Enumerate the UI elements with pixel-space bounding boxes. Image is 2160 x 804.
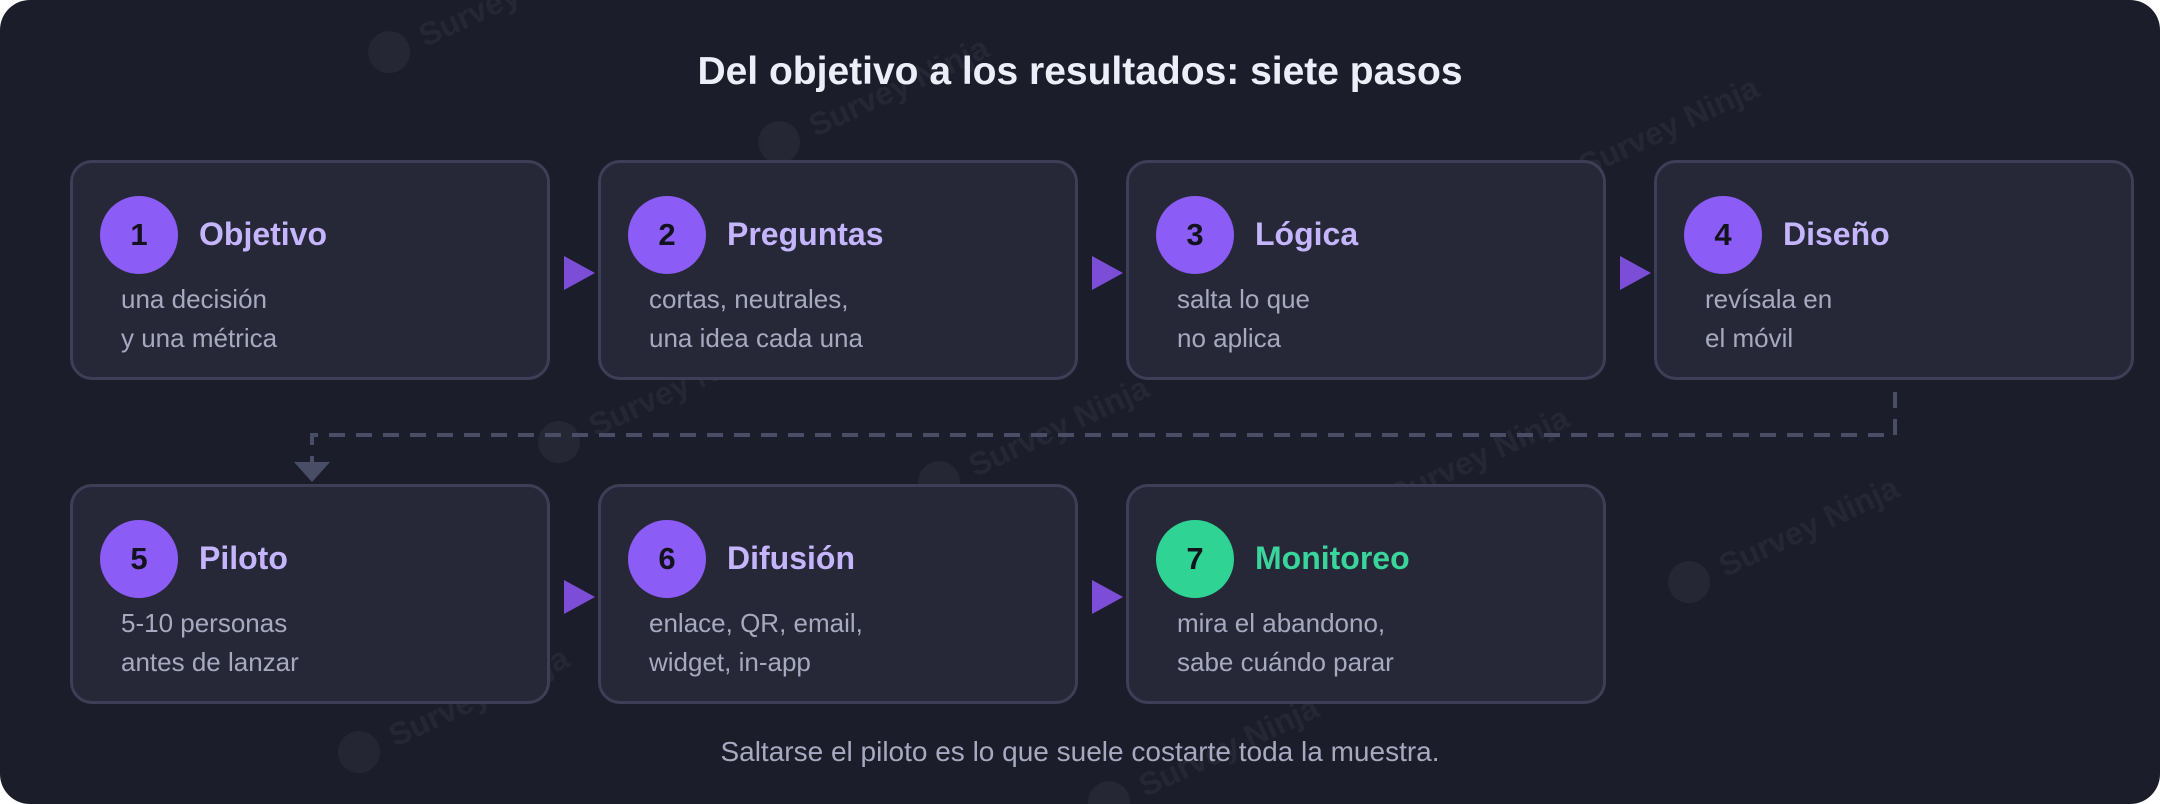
step-description: 5-10 personas antes de lanzar [121,608,299,677]
step-card-difusion: 6 Difusión enlace, QR, email, widget, in… [598,484,1078,704]
step-number-badge: 6 [628,520,706,598]
arrow-right-icon [1620,256,1651,290]
step-description: salta lo que no aplica [1177,284,1310,353]
step-card-piloto: 5 Piloto 5-10 personas antes de lanzar [70,484,550,704]
step-description: una decisión y una métrica [121,284,278,353]
step-description: revísala en el móvil [1705,284,1833,353]
step-label: Diseño [1783,216,1890,252]
connector-arrowhead-icon [294,462,330,482]
step-label: Difusión [727,540,855,576]
step-description: enlace, QR, email, widget, in-app [649,608,863,677]
step-description: mira el abandono, sabe cuándo parar [1177,608,1394,677]
step-number-badge: 7 [1156,520,1234,598]
step-description: cortas, neutrales, una idea cada una [649,284,863,353]
step-card-monitoreo: 7 Monitoreo mira el abandono, sabe cuánd… [1126,484,1606,704]
step-label: Preguntas [727,216,884,252]
arrow-right-icon [1092,580,1123,614]
connector-dashed-line [310,392,1897,462]
step-label: Lógica [1255,216,1359,252]
step-number-badge: 5 [100,520,178,598]
step-label: Monitoreo [1255,540,1410,576]
step-number-badge: 3 [1156,196,1234,274]
step-number-badge: 1 [100,196,178,274]
arrow-right-icon [1092,256,1123,290]
arrow-right-icon [564,256,595,290]
step-label: Piloto [199,540,288,576]
arrow-right-icon [564,580,595,614]
step-card-objetivo: 1 Objetivo una decisión y una métrica [70,160,550,380]
step-number-badge: 4 [1684,196,1762,274]
step-card-preguntas: 2 Preguntas cortas, neutrales, una idea … [598,160,1078,380]
step-card-diseno: 4 Diseño revísala en el móvil [1654,160,2134,380]
diagram-title: Del objetivo a los resultados: siete pas… [697,50,1463,93]
step-card-logica: 3 Lógica salta lo que no aplica [1126,160,1606,380]
footnote: Saltarse el piloto es lo que suele costa… [720,736,1440,767]
step-number-badge: 2 [628,196,706,274]
step-label: Objetivo [199,216,328,252]
